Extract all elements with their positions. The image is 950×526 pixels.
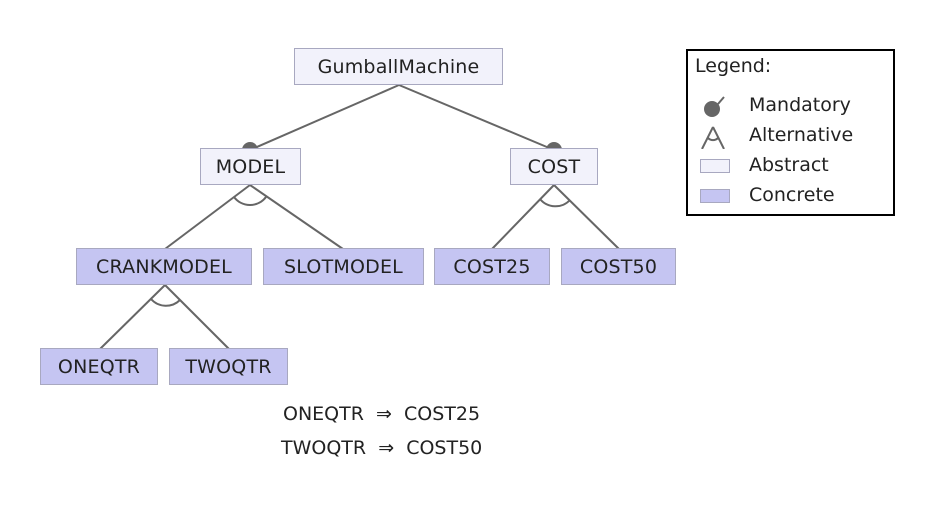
feature-node-cost[interactable]: COST <box>510 148 598 185</box>
edge-cost-cost25 <box>491 184 555 250</box>
feature-node-gumballmachine[interactable]: GumballMachine <box>294 48 503 85</box>
legend-box: Legend: Mandatory Alternative Abstract C… <box>686 49 895 216</box>
edge-model-crankmodel <box>164 184 251 250</box>
legend-label-concrete: Concrete <box>749 184 835 206</box>
abstract-swatch <box>700 159 730 173</box>
mandatory-icon <box>704 96 725 117</box>
alternative-arc-model <box>233 196 267 206</box>
edge-cost-cost50 <box>553 184 620 250</box>
alternative-arc-cost <box>539 198 571 208</box>
edge-crankmodel-twoqtr <box>164 284 230 350</box>
legend-label-alternative: Alternative <box>749 124 854 146</box>
edge-root-model <box>249 84 400 151</box>
legend-row-mandatory: Mandatory <box>688 93 893 119</box>
legend-label-abstract: Abstract <box>749 154 829 176</box>
edge-root-cost <box>398 84 555 151</box>
legend-row-alternative: Alternative <box>688 123 893 149</box>
alternative-arc-crankmodel <box>150 298 181 307</box>
feature-node-crankmodel[interactable]: CRANKMODEL <box>76 248 252 285</box>
constraint-oneqtr-cost25: ONEQTR ⇒ COST25 <box>283 403 481 425</box>
feature-node-oneqtr[interactable]: ONEQTR <box>40 348 158 385</box>
feature-node-cost25[interactable]: COST25 <box>434 248 550 285</box>
edge-crankmodel-oneqtr <box>99 284 166 350</box>
feature-node-twoqtr[interactable]: TWOQTR <box>169 348 288 385</box>
legend-row-abstract: Abstract <box>688 153 893 179</box>
edge-model-slotmodel <box>249 184 344 250</box>
legend-title: Legend: <box>695 55 772 77</box>
legend-label-mandatory: Mandatory <box>749 94 851 116</box>
concrete-swatch <box>700 189 730 203</box>
feature-node-cost50[interactable]: COST50 <box>561 248 676 285</box>
alternative-icon <box>701 126 725 149</box>
feature-node-model[interactable]: MODEL <box>200 148 301 185</box>
constraint-twoqtr-cost50: TWOQTR ⇒ COST50 <box>281 437 483 459</box>
feature-node-slotmodel[interactable]: SLOTMODEL <box>263 248 424 285</box>
legend-row-concrete: Concrete <box>688 183 893 209</box>
